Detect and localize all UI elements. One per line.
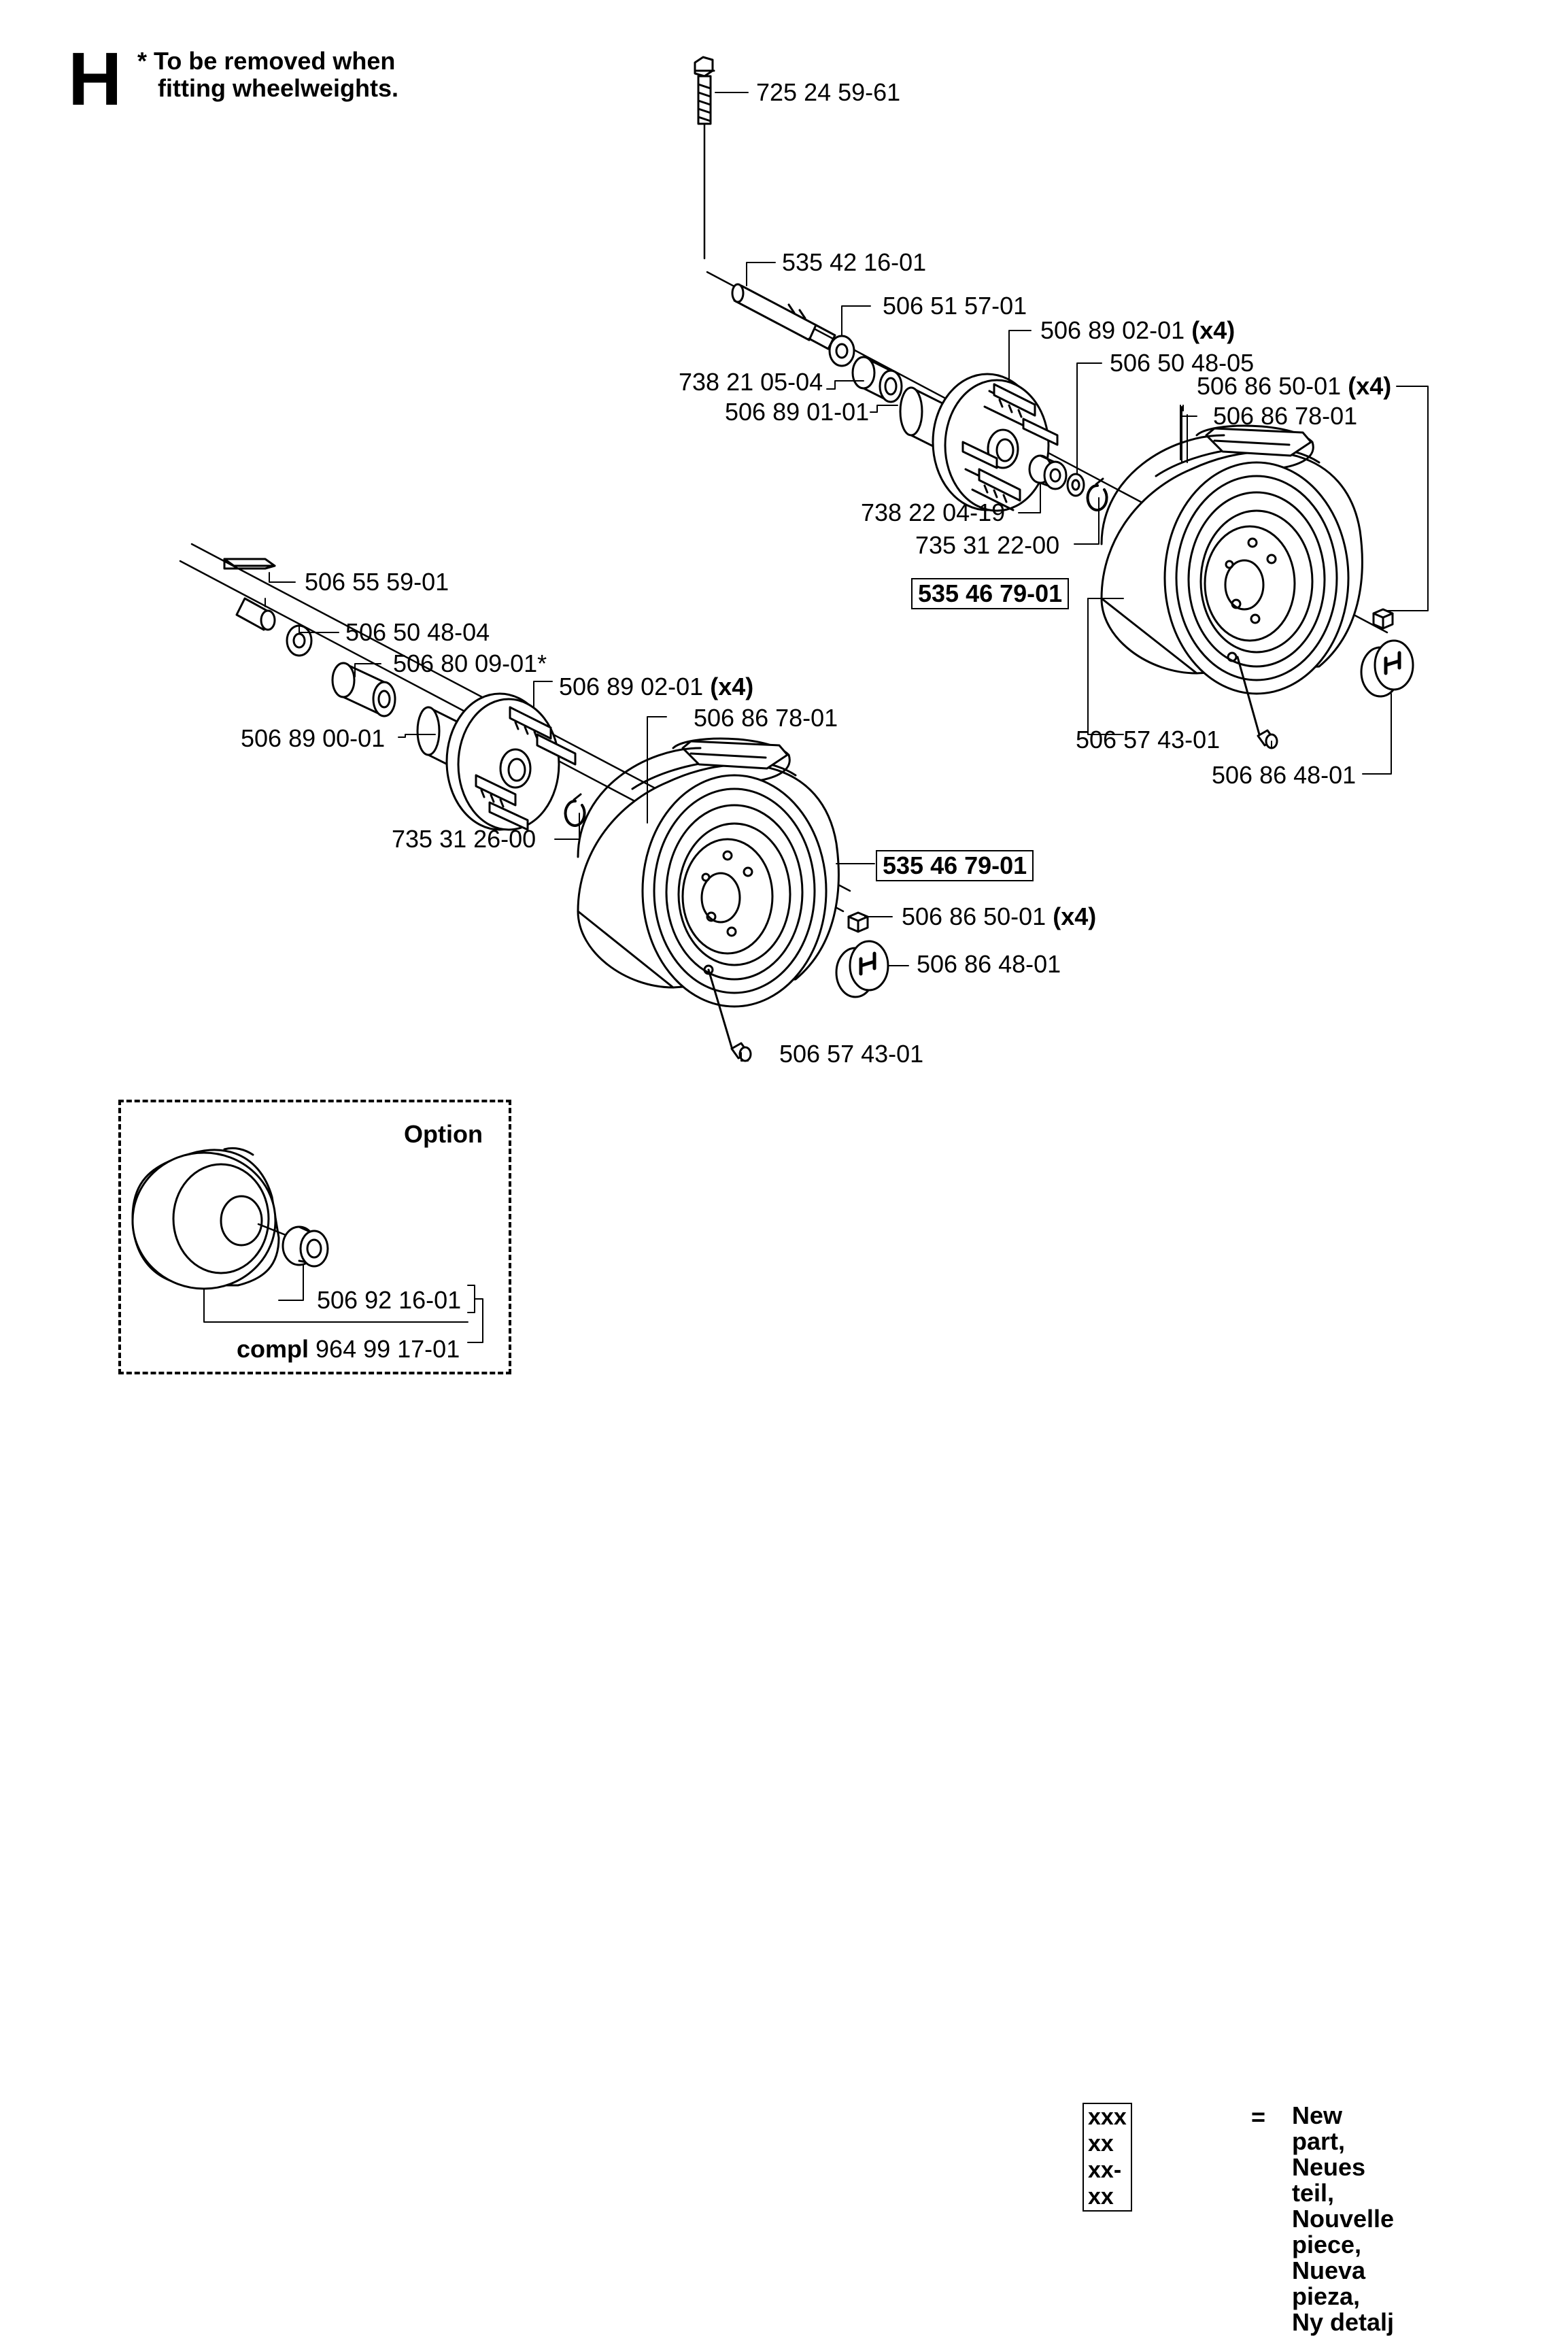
callout-506-86-50-01-right: 506 86 50-01 (x4) bbox=[1197, 373, 1391, 400]
washer-506-50-48-05 bbox=[1066, 473, 1085, 497]
callout-506-86-78-01-right: 506 86 78-01 bbox=[1213, 402, 1358, 430]
callout-qty: (x4) bbox=[710, 673, 754, 700]
right-wheel-assembly bbox=[694, 56, 1414, 749]
callout-506-50-48-04: 506 50 48-04 bbox=[345, 618, 490, 646]
spacer-506-80-09-01 bbox=[331, 662, 396, 717]
callout-535-46-79-01-right: 535 46 79-01 bbox=[911, 578, 1070, 609]
section-letter: H bbox=[68, 37, 122, 121]
callout-506-80-09-01: 506 80 09-01* bbox=[393, 649, 547, 677]
spacer-738-21-05-04 bbox=[851, 356, 903, 403]
bearing-506-92-16-01 bbox=[282, 1225, 329, 1268]
bushing-506-51-57-01 bbox=[828, 335, 855, 367]
option-box bbox=[118, 1100, 511, 1374]
callout-735-31-22-00: 735 31 22-00 bbox=[915, 531, 1060, 559]
valve-506-57-43-01-left bbox=[707, 968, 752, 1062]
callout-506-86-50-01-left: 506 86 50-01 (x4) bbox=[902, 903, 1096, 930]
callout-725-24-59-61: 725 24 59-61 bbox=[756, 78, 901, 106]
nut-506-86-50-01-right bbox=[1372, 608, 1394, 630]
callout-506-86-48-01-right: 506 86 48-01 bbox=[1212, 761, 1357, 789]
callout-506-57-43-01-right: 506 57 43-01 bbox=[1076, 726, 1221, 754]
hub-506-89-00-01 bbox=[416, 692, 577, 831]
left-wheel-assembly bbox=[179, 543, 889, 1062]
callout-506-50-48-05: 506 50 48-05 bbox=[1110, 349, 1255, 377]
note-line-2: fitting wheelweights. bbox=[158, 74, 399, 102]
compl-prefix: compl bbox=[237, 1335, 309, 1363]
callout-535-46-79-01-left: 535 46 79-01 bbox=[876, 850, 1034, 881]
hubcap-506-86-48-01-left bbox=[835, 940, 889, 998]
bearing-738-22-04-19 bbox=[1028, 454, 1068, 490]
wheel-535-46-79-01-right bbox=[1100, 424, 1363, 695]
callout-qty: (x4) bbox=[1348, 372, 1392, 400]
legend-equals: = bbox=[1251, 2103, 1266, 2131]
option-wheelweight bbox=[131, 1147, 329, 1290]
callout-506-89-01-01: 506 89 01-01 bbox=[725, 398, 870, 426]
callout-506-57-43-01-left: 506 57 43-01 bbox=[779, 1040, 924, 1068]
callout-738-21-05-04: 738 21 05-04 bbox=[679, 368, 823, 396]
bolt-725-24-59-61 bbox=[694, 56, 715, 260]
legend-meaning: Nueva pieza, bbox=[1292, 2256, 1366, 2310]
note-line-1: * To be removed when bbox=[137, 47, 396, 75]
wheel-535-46-79-01-left bbox=[577, 737, 840, 1008]
callout-535-42-16-01: 535 42 16-01 bbox=[782, 248, 927, 276]
callout-506-89-02-01-right: 506 89 02-01 (x4) bbox=[1040, 317, 1235, 344]
legend-meaning: Neues teil, bbox=[1292, 2153, 1366, 2207]
legend-meaning: Nouvelle piece, bbox=[1292, 2205, 1395, 2258]
leader-lines bbox=[203, 92, 1429, 1343]
callout-506-89-00-01: 506 89 00-01 bbox=[241, 724, 386, 752]
callout-735-31-26-00: 735 31 26-00 bbox=[392, 825, 536, 853]
legend-code: xxx xx xx-xx bbox=[1083, 2103, 1132, 2212]
callout-compl-964-99-17-01: compl 964 99 17-01 bbox=[237, 1336, 460, 1363]
legend-meanings: New part, Neues teil, Nouvelle piece, Nu… bbox=[1292, 2103, 1394, 2335]
option-title: Option bbox=[404, 1120, 483, 1148]
circlip-735-31-26-00 bbox=[564, 793, 586, 827]
hub-506-89-01-01 bbox=[899, 373, 1059, 512]
callout-506-89-02-01-left: 506 89 02-01 (x4) bbox=[559, 673, 753, 700]
key-506-55-59-01 bbox=[223, 558, 276, 570]
legend-meaning: New part, bbox=[1292, 2101, 1346, 2155]
callout-506-55-59-01: 506 55 59-01 bbox=[305, 568, 449, 596]
callout-506-51-57-01: 506 51 57-01 bbox=[883, 292, 1027, 320]
callout-part: 506 86 50-01 bbox=[1197, 372, 1342, 400]
compl-part: 964 99 17-01 bbox=[316, 1335, 460, 1363]
callout-part: 506 89 02-01 bbox=[559, 673, 704, 700]
callout-738-22-04-19: 738 22 04-19 bbox=[861, 498, 1006, 526]
removal-note: * To be removed when fitting wheelweight… bbox=[137, 48, 398, 102]
callout-506-86-78-01-left: 506 86 78-01 bbox=[694, 704, 838, 732]
callout-506-86-48-01-left: 506 86 48-01 bbox=[917, 950, 1061, 978]
exploded-view-drawing bbox=[131, 56, 1429, 1343]
callout-part: 506 89 02-01 bbox=[1040, 316, 1185, 344]
callout-qty: (x4) bbox=[1191, 316, 1235, 344]
callout-506-92-16-01: 506 92 16-01 bbox=[317, 1286, 462, 1314]
axle-535-42-16-01 bbox=[731, 283, 836, 350]
hubcap-506-86-48-01-right bbox=[1360, 639, 1414, 698]
nut-506-86-50-01-left bbox=[847, 911, 869, 933]
callout-qty: (x4) bbox=[1053, 902, 1097, 930]
legend-meaning: Ny detalj bbox=[1292, 2308, 1395, 2336]
circlip-735-31-22-00 bbox=[1086, 477, 1108, 511]
callout-part: 506 86 50-01 bbox=[902, 902, 1046, 930]
